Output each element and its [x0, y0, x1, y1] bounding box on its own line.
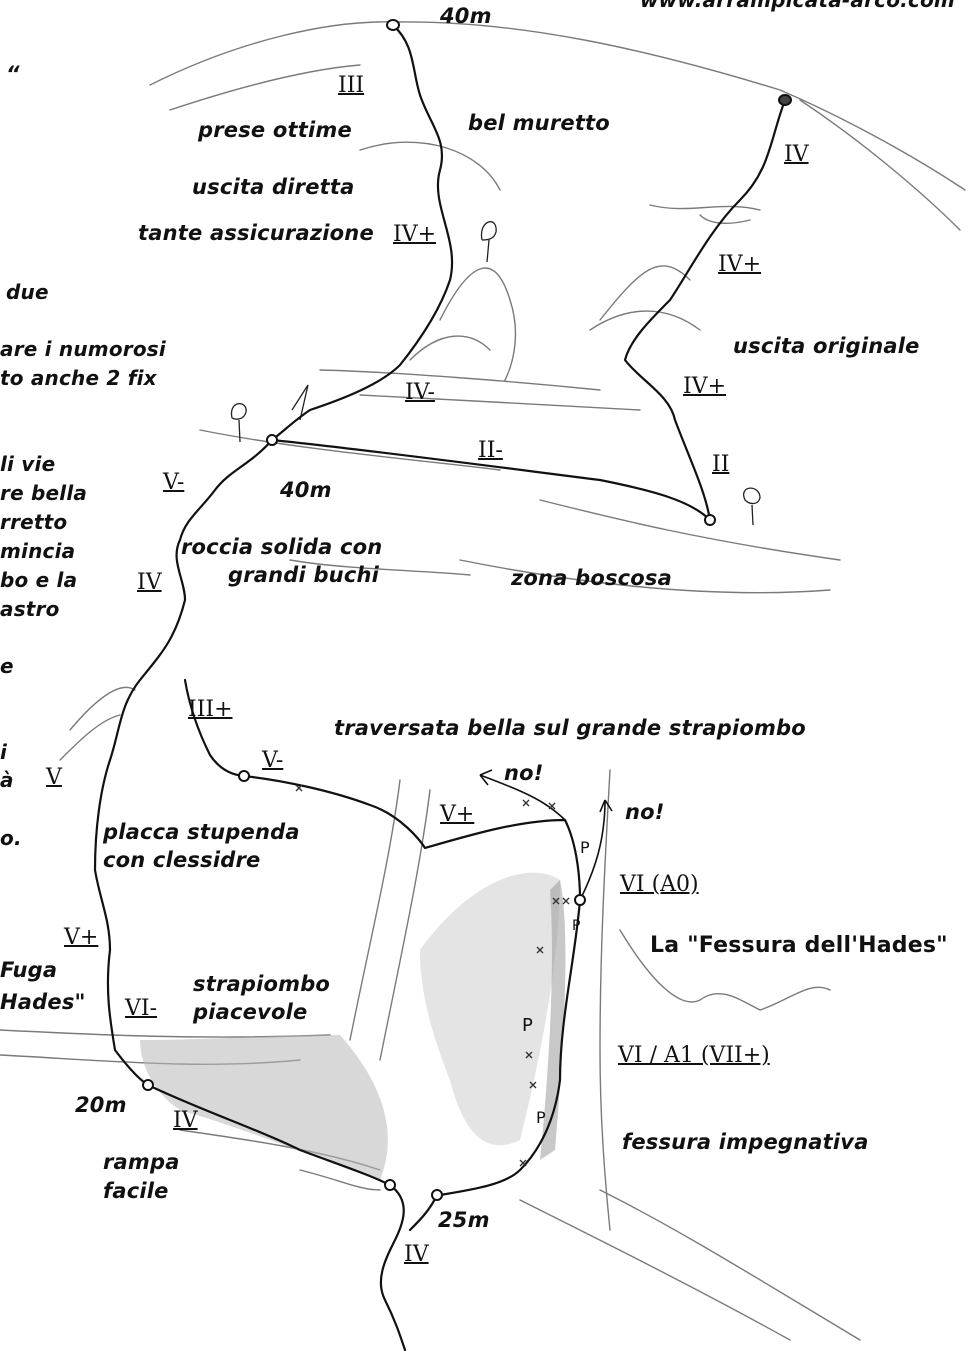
left-fragment: due — [6, 280, 49, 304]
left-fragment: i — [0, 740, 7, 764]
grade-label: VI (A0) — [620, 872, 699, 897]
left-fragment: Fuga — [0, 958, 57, 983]
left-fragment: Hades" — [0, 990, 86, 1015]
annotation-tante-assicurazione: tante assicurazione — [138, 221, 374, 246]
distance-label: 40m — [280, 478, 332, 503]
left-fragment: e — [0, 654, 14, 678]
grade-label: III — [338, 73, 364, 98]
website-url: www.arrampicata-arco.com — [640, 0, 955, 12]
grade-label: IV — [137, 570, 162, 595]
grade-label: IV — [173, 1108, 198, 1133]
distance-label: 40m — [440, 4, 492, 29]
annotation-grandi-buchi: grandi buchi — [228, 563, 379, 588]
grade-label: IV+ — [393, 222, 436, 247]
annotation-fessura-impegnativa: fessura impegnativa — [622, 1130, 869, 1155]
grade-label: II — [712, 452, 729, 477]
annotation-strapiombo: strapiombo — [193, 972, 330, 997]
grade-label: VI / A1 (VII+) — [618, 1043, 770, 1068]
left-fragment: mincia — [0, 539, 75, 563]
annotation-con-clessidre: con clessidre — [103, 848, 260, 873]
grade-label: IV+ — [683, 374, 726, 399]
grade-label: V — [46, 765, 62, 790]
annotation-facile: facile — [103, 1179, 169, 1204]
annotation-uscita-originale: uscita originale — [733, 334, 920, 359]
left-fragment: rretto — [0, 510, 67, 534]
grade-label: V+ — [64, 925, 98, 950]
distance-label: 25m — [438, 1208, 490, 1233]
annotation-no: no! — [504, 761, 544, 786]
annotation-piacevole: piacevole — [193, 1000, 307, 1025]
left-fragment: to anche 2 fix — [0, 366, 157, 390]
annotation-fessura-hades: La "Fessura dell'Hades" — [650, 933, 948, 959]
left-fragment: astro — [0, 597, 60, 621]
piton-mark: P — [536, 1108, 546, 1127]
left-fragment: li vie — [0, 452, 55, 476]
grade-label: II- — [478, 438, 503, 463]
annotation-bel-muretto: bel muretto — [468, 111, 610, 136]
grade-label: III+ — [188, 697, 233, 722]
annotation-prese-ottime: prese ottime — [198, 118, 352, 143]
annotation-roccia-solida: roccia solida con — [181, 535, 382, 560]
left-fragment: “ — [6, 62, 20, 87]
left-fragment: à — [0, 768, 14, 792]
annotation-zona-boscosa: zona boscosa — [511, 566, 672, 591]
annotation-no: no! — [625, 800, 665, 825]
left-fragment: bo e la — [0, 568, 77, 592]
grade-label: IV- — [405, 380, 435, 405]
distance-label: 20m — [75, 1093, 127, 1118]
grade-label: IV+ — [718, 252, 761, 277]
grade-label: V+ — [440, 802, 474, 827]
annotation-placca-stupenda: placca stupenda — [103, 820, 300, 845]
piton-mark: P — [580, 838, 590, 857]
grade-label: VI- — [125, 996, 157, 1021]
piton-mark: P — [572, 918, 580, 934]
grade-label: V- — [163, 470, 184, 495]
left-fragment: o. — [0, 826, 22, 850]
piton-mark: P — [522, 1015, 533, 1036]
annotation-traversata: traversata bella sul grande strapiombo — [334, 716, 806, 741]
grade-label: IV — [784, 142, 809, 167]
left-fragment: re bella — [0, 481, 87, 505]
grade-label: V- — [262, 748, 283, 773]
annotation-uscita-diretta: uscita diretta — [192, 175, 355, 200]
annotation-rampa: rampa — [103, 1150, 180, 1175]
left-fragment: are i numorosi — [0, 337, 166, 361]
grade-label: IV — [404, 1242, 429, 1267]
